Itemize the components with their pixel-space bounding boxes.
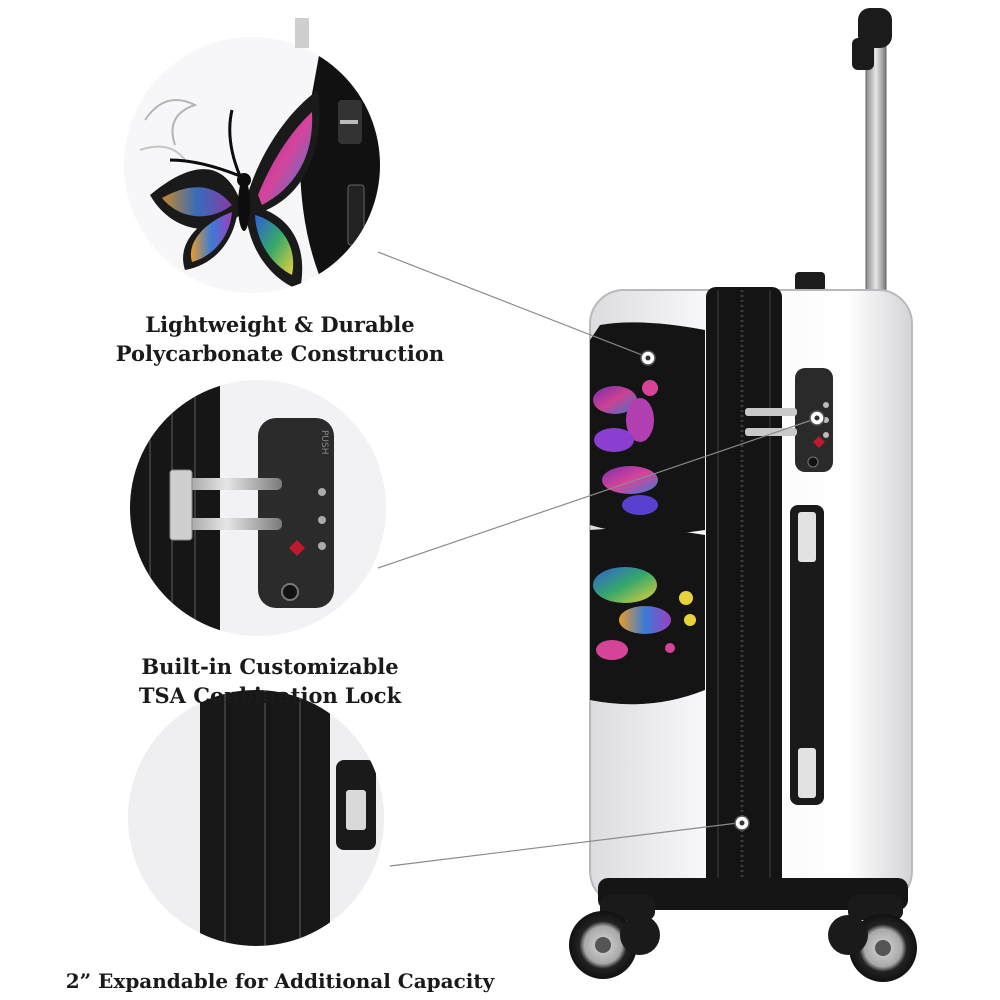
caption-shell: Lightweight & Durable Polycarbonate Cons…: [0, 310, 560, 368]
caption-lock: Built-in Customizable TSA Conbination Lo…: [0, 652, 550, 710]
tsa-diamond-icon: [813, 436, 825, 448]
caption-line: 2” Expandable for Additional Capacity: [65, 969, 495, 993]
callout-markers: [640, 350, 825, 831]
telescoping-handle[interactable]: [852, 8, 892, 301]
suitcase-main: [569, 8, 917, 982]
butterfly-pattern: [590, 322, 705, 705]
lock-brand-text: PUSH: [319, 430, 329, 455]
callout-lines: [377, 251, 813, 867]
zoom-expand-detail: [128, 690, 384, 946]
zoom-shell-detail: [124, 37, 380, 293]
caption-line: TSA Conbination Lock: [138, 683, 402, 708]
caption-line: Built-in Customizable: [141, 654, 399, 679]
zoom-lock-detail: PUSH: [130, 380, 386, 636]
caption-expand: 2” Expandable for Additional Capacity: [0, 967, 560, 996]
caption-line: Polycarbonate Construction: [115, 341, 445, 366]
spinner-wheels: [569, 895, 917, 982]
side-handle[interactable]: [790, 505, 824, 805]
tsa-diamond-icon: [289, 540, 305, 556]
caption-line: Lightweight & Durable: [145, 312, 415, 337]
top-handle[interactable]: [795, 272, 825, 292]
expansion-zipper-band[interactable]: [706, 287, 782, 909]
